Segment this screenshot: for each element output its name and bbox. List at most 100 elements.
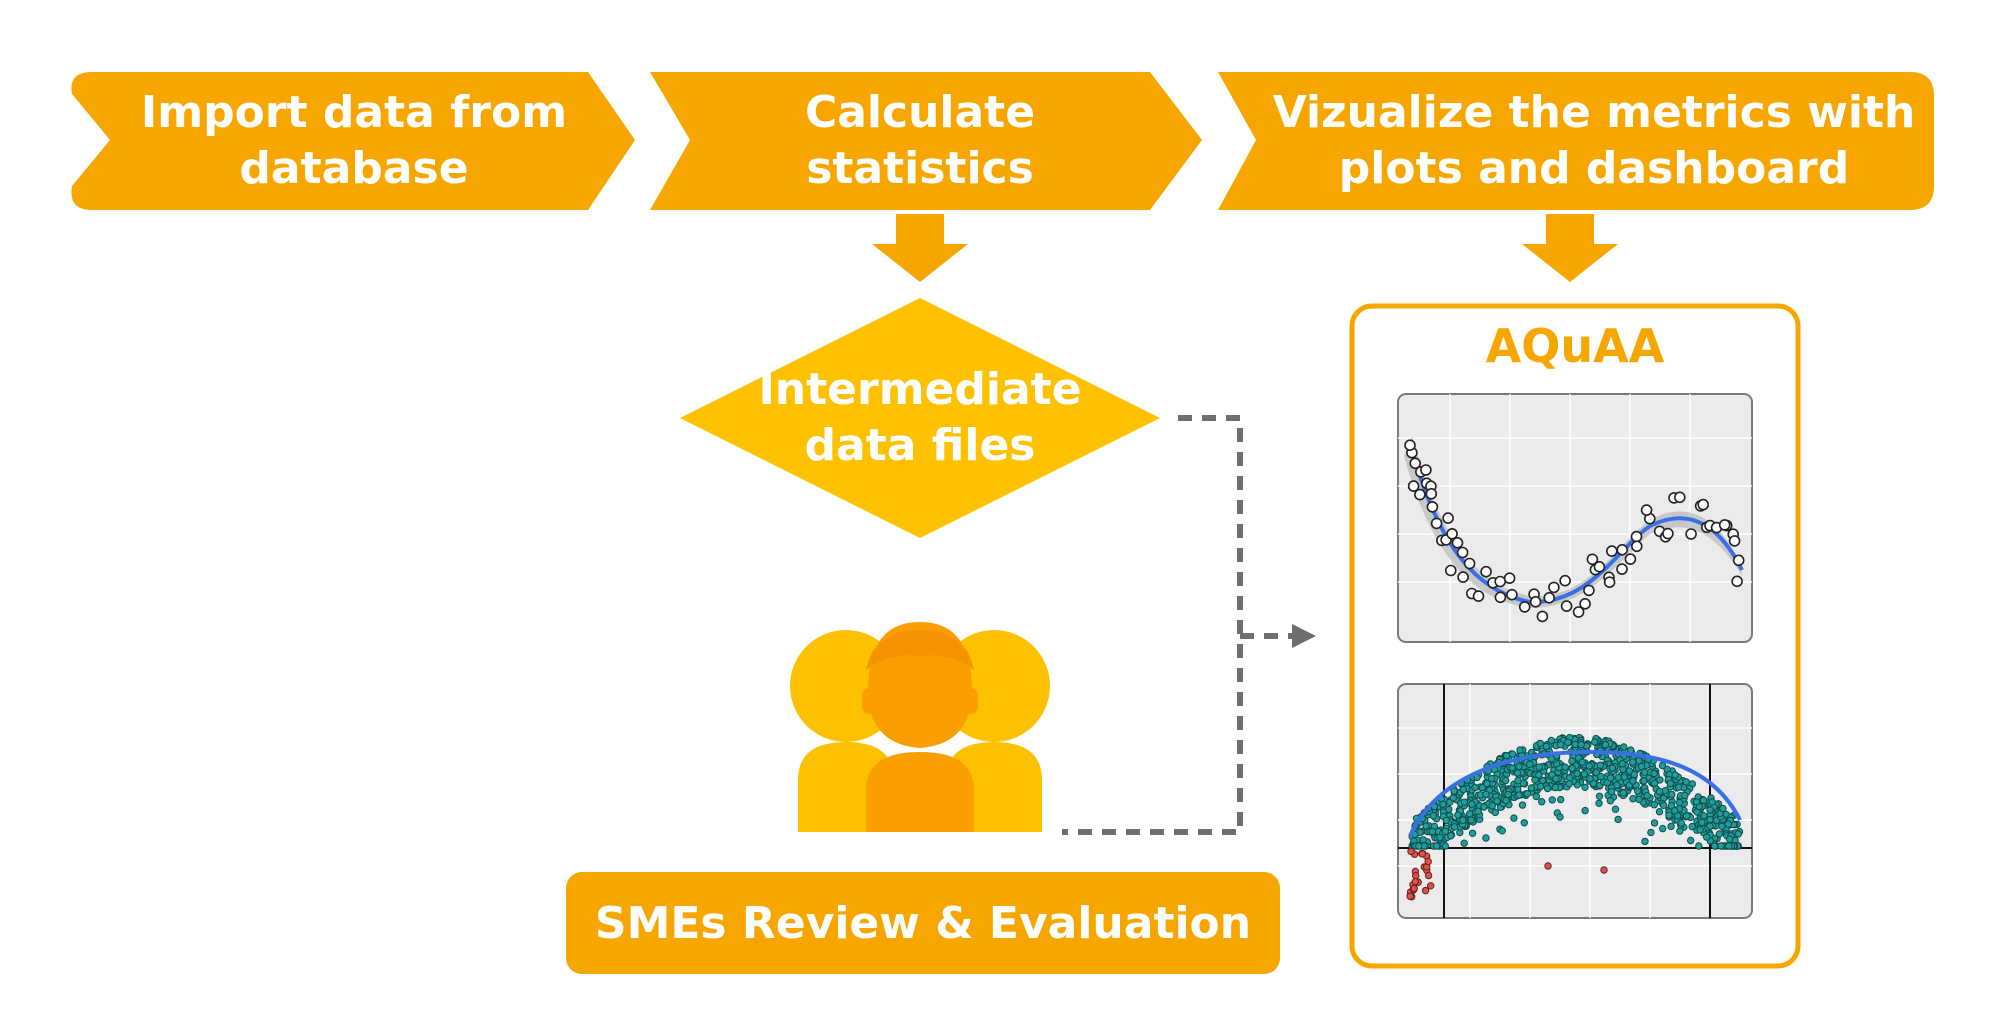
scatter-point — [1450, 823, 1459, 831]
scatter-point — [1631, 540, 1643, 553]
scatter-point — [1527, 784, 1536, 792]
scatter-point — [1480, 565, 1492, 578]
scatter-point — [1607, 788, 1616, 796]
scatter-point — [1523, 790, 1532, 798]
scatter-point — [1548, 796, 1557, 804]
scatter-point — [1459, 816, 1467, 824]
scatter-point — [1446, 527, 1458, 540]
scatter-point — [1442, 512, 1454, 524]
scatter-point — [1518, 801, 1527, 809]
step-3-chevron — [1218, 72, 1934, 210]
scatter-point — [1667, 822, 1675, 831]
scatter-point — [1633, 787, 1642, 795]
scatter-point — [1542, 742, 1551, 751]
scatter-point — [1482, 834, 1490, 842]
scatter-point — [1666, 779, 1675, 788]
scatter-point — [1498, 827, 1506, 835]
scatter-point — [1504, 790, 1512, 799]
scatter-point — [1706, 815, 1714, 824]
dashed-connector — [1062, 415, 1292, 835]
scatter-point — [1692, 798, 1701, 806]
scatter-point — [1518, 601, 1531, 613]
scatter-point — [1641, 837, 1649, 846]
scatter-point — [1699, 796, 1708, 804]
scatter-point — [1404, 439, 1416, 452]
scatter-point — [1552, 775, 1560, 783]
scatter-point — [1480, 803, 1488, 811]
outlier-point — [1411, 878, 1420, 886]
scatter-point — [1595, 799, 1603, 807]
scatter-point — [1640, 777, 1648, 785]
scatter-point — [1463, 557, 1476, 570]
scatter-point — [1620, 773, 1629, 781]
scatter-point — [1635, 795, 1643, 804]
scatter-point — [1603, 576, 1616, 589]
scatter-point — [1532, 792, 1541, 801]
scatter-point — [1472, 590, 1485, 602]
dashboard-title: AQuAA — [1485, 319, 1665, 373]
scatter-point — [1724, 820, 1733, 828]
outlier-point — [1544, 862, 1552, 870]
scatter-point — [1428, 827, 1437, 836]
outlier-point — [1418, 850, 1427, 858]
scatter-point — [1441, 827, 1450, 835]
scatter-point — [1483, 779, 1491, 788]
scatter-point — [1585, 762, 1594, 770]
scatter-point — [1468, 800, 1476, 808]
scatter-point — [1468, 829, 1477, 837]
scatter-point — [1655, 808, 1664, 816]
scatter-point — [1586, 553, 1599, 566]
scatter-point — [1565, 780, 1574, 788]
scatter-point — [1586, 775, 1594, 783]
scatter-point — [1655, 787, 1664, 796]
scatter-point — [1564, 738, 1572, 746]
outlier-point — [1424, 857, 1432, 866]
scatter-point — [1460, 798, 1469, 806]
scatter-point — [1409, 457, 1421, 470]
scatter-point — [1515, 791, 1523, 799]
scatter-point — [1708, 798, 1716, 806]
outlier-point — [1424, 871, 1433, 880]
scatter-point — [1502, 752, 1511, 760]
scatter-point — [1415, 842, 1423, 850]
scatter-point — [1593, 560, 1606, 573]
scatter-point — [1557, 795, 1565, 804]
scatter-point — [1659, 824, 1667, 833]
scatter-point — [1662, 527, 1674, 540]
scatter-point — [1608, 764, 1617, 772]
scatter-point — [1656, 776, 1664, 784]
scatter-point — [1640, 504, 1653, 516]
scatter-point — [1606, 797, 1615, 805]
step-1-line-1: Import data from — [140, 87, 568, 138]
scatter-point — [1420, 464, 1432, 476]
scatter-point — [1454, 811, 1462, 819]
scatter-point — [1457, 571, 1469, 583]
arrow-head-icon — [1292, 624, 1316, 648]
scatter-point — [1439, 800, 1447, 808]
scatter-point — [1422, 822, 1430, 830]
scatter-point — [1675, 783, 1683, 791]
scatter-point — [1513, 769, 1522, 777]
scatter-point — [1536, 739, 1545, 748]
scatter-point — [1616, 563, 1628, 575]
scatter-point — [1456, 546, 1469, 559]
scatter-point — [1668, 790, 1676, 799]
scatter-point — [1494, 575, 1506, 588]
scatter-point — [1536, 782, 1545, 791]
outlier-point — [1600, 866, 1608, 874]
scatter-point — [1559, 574, 1571, 587]
scatter-point — [1630, 770, 1638, 779]
scatter-point — [1592, 768, 1601, 777]
scatter-point — [1620, 743, 1628, 751]
scatter-point — [1436, 833, 1444, 842]
scatter-point — [1543, 591, 1555, 604]
scatter-point — [1650, 819, 1659, 827]
scatter-point — [1650, 801, 1659, 809]
scatter-point — [1601, 741, 1610, 749]
scatter-point — [1616, 543, 1628, 556]
step-2-line-1: Calculate — [804, 87, 1036, 138]
scatter-point — [1581, 783, 1589, 791]
